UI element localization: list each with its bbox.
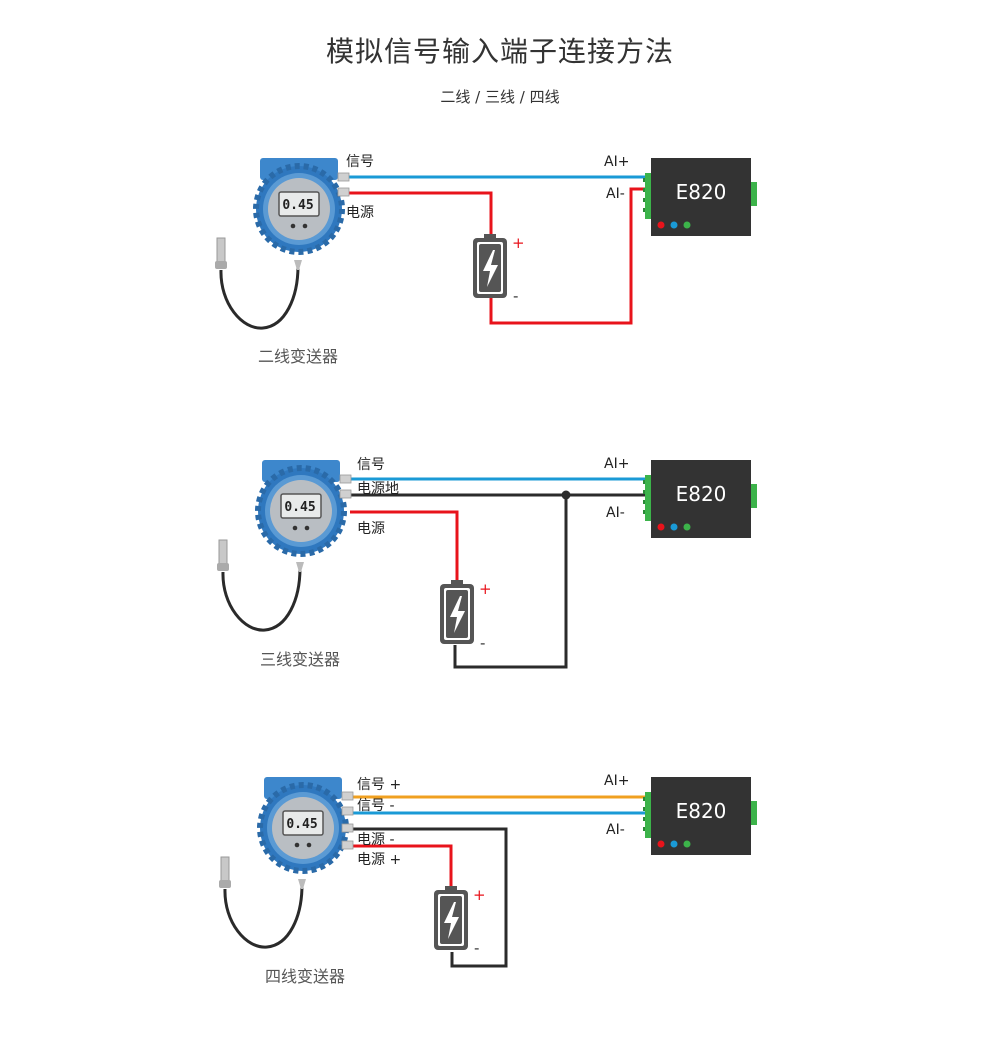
battery-icon [440,580,474,644]
battery-return-wire [453,495,568,669]
signal-plus-label: 信号 + [357,777,401,793]
transmitter-icon [219,777,353,947]
ai-minus-label: AI- [606,505,625,521]
power-minus-label: 电源 - [357,832,395,848]
battery-minus-label: - [480,634,485,652]
transmitter-port [341,823,354,833]
transmitter-port [341,840,354,850]
four-wire-section: 0.45 + - E820 信号 + 信号 - 电源 - 电源 + AI+ AI… [219,773,757,986]
return-wire [489,187,646,325]
battery-plus-label: + [479,580,492,598]
ground-label: 电源地 [357,481,399,497]
battery-minus-label: - [474,939,479,957]
page-title: 模拟信号输入端子连接方法 [325,35,674,68]
power-plus-wire [353,844,453,888]
lcd-display-value: 0.45 [284,500,315,515]
power-label: 电源 [346,205,374,221]
ai-plus-label: AI+ [604,773,629,789]
signal-label: 信号 [346,154,374,170]
transmitter-icon [217,460,351,630]
ai-minus-label: AI- [606,822,625,838]
battery-minus-label: - [513,287,518,305]
three-wire-section: 0.45 + - E820 信号 电源地 电源 AI+ AI- 三线变送器 [217,456,757,669]
junction-dot [561,490,571,500]
ai-plus-label: AI+ [604,456,629,472]
power-minus-wire [353,827,508,968]
ai-plus-label: AI+ [604,154,629,170]
power-label: 电源 [357,521,385,537]
four-wire-caption: 四线变送器 [265,967,345,986]
power-wire [350,510,459,582]
two-wire-caption: 二线变送器 [258,347,338,366]
transmitter-icon [215,158,349,328]
device-name: E820 [676,482,727,506]
battery-plus-label: + [512,234,525,252]
lcd-display-value: 0.45 [282,198,313,213]
device-name: E820 [676,180,727,204]
page-subtitle: 二线 / 三线 / 四线 [440,88,560,106]
power-wire [348,191,493,236]
battery-icon [434,886,468,950]
lcd-display-value: 0.45 [286,817,317,832]
battery-plus-label: + [473,886,486,904]
two-wire-section: 0.45 + - E820 信号 电源 AI+ AI- 二线变送器 [215,154,757,366]
ai-minus-label: AI- [606,186,625,202]
three-wire-caption: 三线变送器 [260,650,340,669]
battery-icon [473,234,507,298]
signal-minus-label: 信号 - [357,798,395,814]
power-plus-label: 电源 + [357,852,401,868]
device-name: E820 [676,799,727,823]
signal-label: 信号 [357,457,385,473]
